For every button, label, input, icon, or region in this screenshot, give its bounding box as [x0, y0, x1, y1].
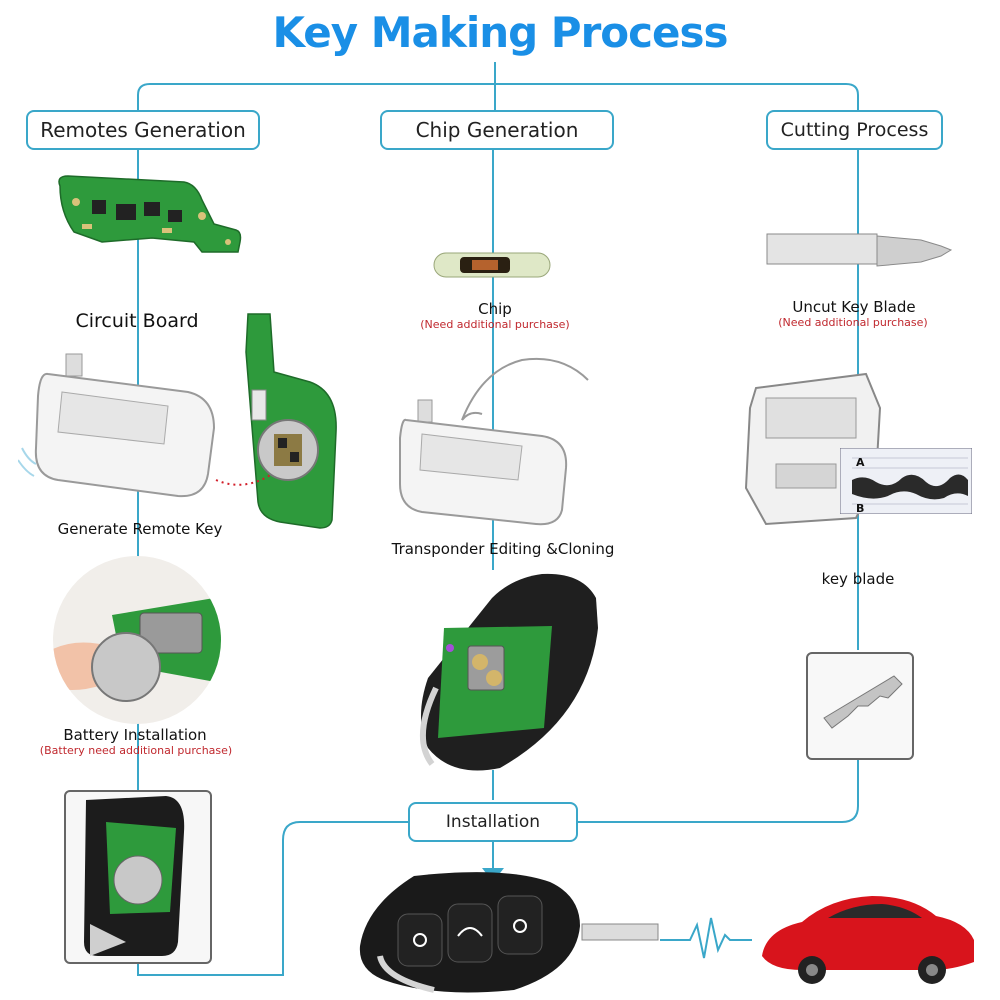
remotes-generation-header: Remotes Generation: [26, 110, 260, 150]
cut-key-blade-frame: [806, 652, 914, 760]
uncut-key-blade-image: [766, 233, 953, 267]
key-blade-label: key blade: [821, 570, 895, 588]
red-car-image: [762, 896, 974, 984]
assembled-remote-frame: [64, 790, 212, 964]
key-profile-graph: A B: [840, 448, 972, 514]
graph-mark-b: B: [856, 502, 864, 514]
transponder-programmer-image: [399, 357, 589, 526]
chip-label: Chip: [478, 300, 512, 318]
cut-key-blade-image: [823, 675, 903, 729]
circuit-board-image: [58, 175, 242, 253]
page-title: Key Making Process: [272, 8, 728, 57]
remote-pcb-image: [245, 313, 337, 529]
connection-dots: [215, 473, 273, 486]
chip-note: (Need additional purchase): [420, 318, 570, 331]
key-programmer-device: [18, 353, 216, 498]
chip-generation-header: Chip Generation: [380, 110, 614, 150]
cutting-process-header: Cutting Process: [766, 110, 943, 150]
finished-flip-key: [359, 872, 659, 993]
installation-box: Installation: [408, 802, 578, 842]
chip-image: [433, 252, 551, 278]
graph-mark-a: A: [856, 456, 865, 469]
battery-note: (Battery need additional purchase): [39, 744, 233, 757]
generate-remote-key-label: Generate Remote Key: [57, 520, 223, 538]
flip-key-open-image: [420, 573, 598, 771]
uncut-key-blade-label: Uncut Key Blade: [792, 298, 916, 316]
battery-installation-label: Battery Installation: [63, 726, 207, 744]
circuit-board-label: Circuit Board: [75, 310, 199, 332]
battery-installation-image: [53, 556, 221, 724]
assembled-remote-image: [84, 796, 185, 956]
uncut-key-blade-note: (Need additional purchase): [778, 316, 928, 329]
transponder-label: Transponder Editing &Cloning: [391, 540, 615, 558]
